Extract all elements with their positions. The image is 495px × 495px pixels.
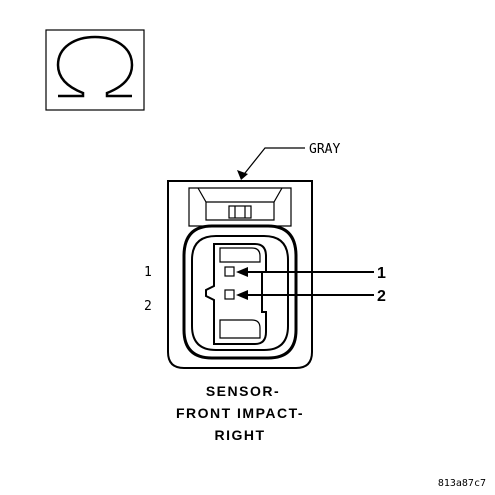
cavity-number-2: 2 xyxy=(144,299,152,314)
caption-line-2: FRONT IMPACT- xyxy=(176,405,304,421)
gray-leader xyxy=(237,147,305,180)
ohm-icon xyxy=(56,35,134,98)
caption-line-3: RIGHT xyxy=(214,427,265,443)
color-label: GRAY xyxy=(309,142,340,157)
callout-arrow-1 xyxy=(236,267,374,277)
callout-number-1: 1 xyxy=(377,265,386,282)
figure-id: 813a87c7 xyxy=(438,478,486,489)
callout-arrow-2 xyxy=(236,290,374,300)
callout-number-2: 2 xyxy=(377,288,386,305)
caption-line-1: SENSOR- xyxy=(206,383,280,399)
cavity-number-1: 1 xyxy=(144,265,152,280)
connector-body xyxy=(167,180,313,369)
ohm-symbol-box xyxy=(45,29,145,111)
